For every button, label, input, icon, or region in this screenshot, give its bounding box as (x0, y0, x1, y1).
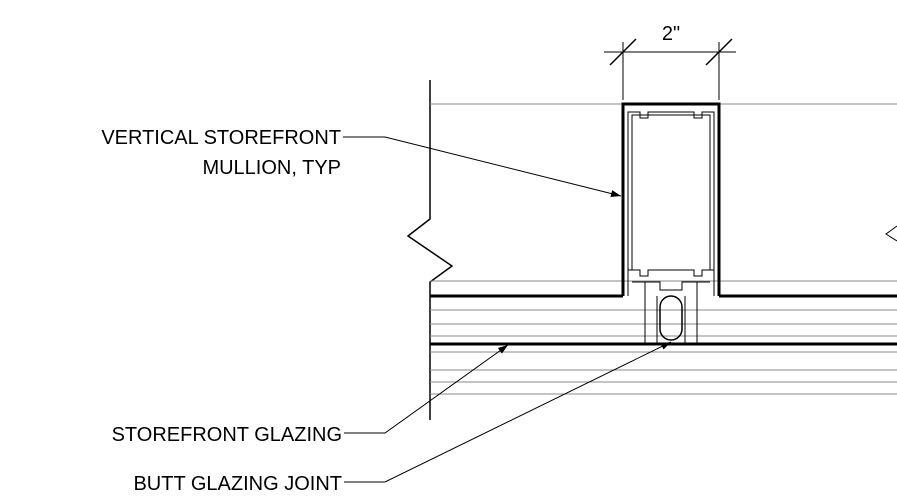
callout-butt-glazing-joint: BUTT GLAZING JOINT (133, 341, 672, 495)
callout-glazing-label: STOREFRONT GLAZING (112, 424, 342, 446)
callout-mullion-line2: MULLION, TYP (202, 157, 341, 179)
partial-mark (885, 225, 897, 242)
wall-break-line (406, 80, 454, 420)
vertical-storefront-mullion (621, 102, 721, 344)
callout-mullion: VERTICAL STOREFRONT MULLION, TYP (101, 127, 622, 197)
dimension-2in: 2" (604, 23, 736, 100)
dimension-label: 2" (662, 23, 680, 45)
callout-joint-label: BUTT GLAZING JOINT (133, 473, 342, 495)
callout-storefront-glazing: STOREFRONT GLAZING (112, 344, 509, 446)
callout-mullion-line1: VERTICAL STOREFRONT (101, 127, 341, 149)
